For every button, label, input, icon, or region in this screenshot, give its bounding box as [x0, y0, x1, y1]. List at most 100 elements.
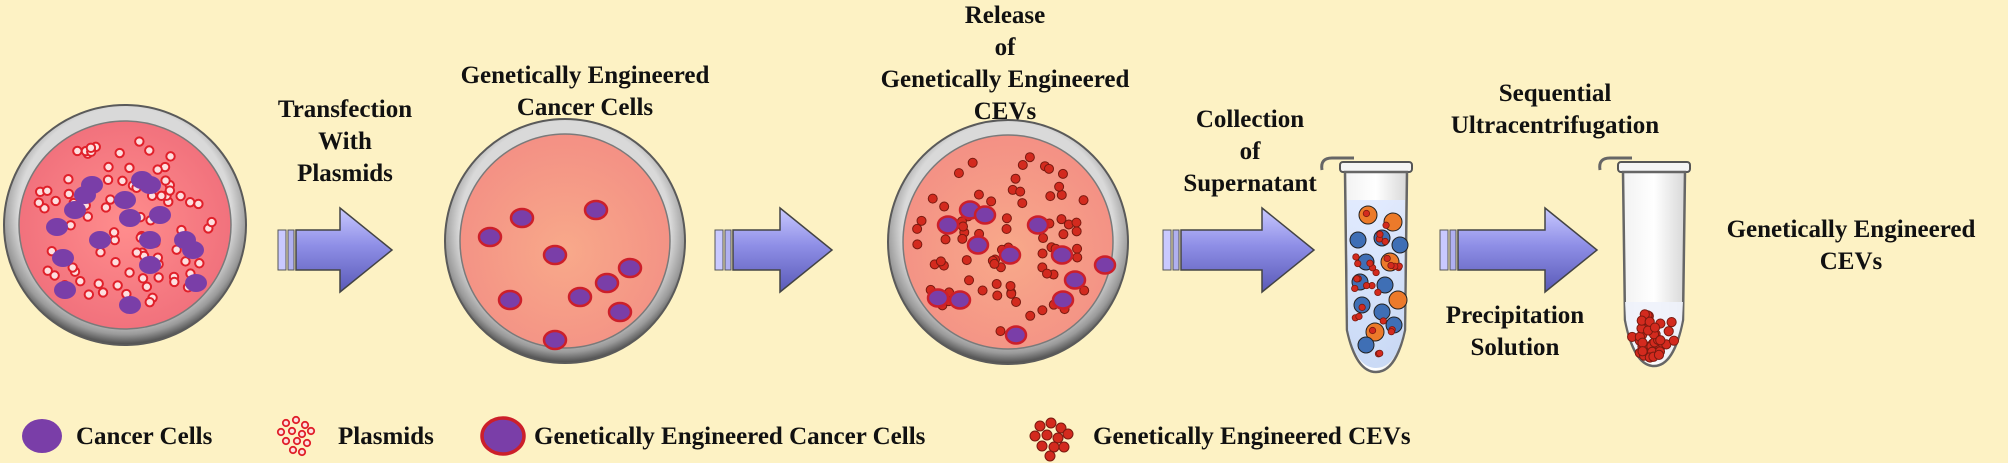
- cev: [1057, 168, 1068, 179]
- cancer-cells-group: [46, 171, 207, 314]
- cevs-group: [912, 152, 1090, 337]
- cev: [961, 255, 972, 266]
- cev: [958, 221, 969, 232]
- engineered-cell: [567, 286, 593, 308]
- plasmid: [131, 247, 143, 258]
- plasmid: [287, 426, 297, 436]
- cev: [1653, 349, 1665, 360]
- cev: [1037, 305, 1048, 316]
- arrow-2: [714, 206, 834, 294]
- engineered-cell: [477, 226, 503, 248]
- supernatant-particles: [1349, 205, 1409, 358]
- engineered-cell: [583, 199, 609, 221]
- label-collection: Collection of Supernatant: [1183, 106, 1317, 197]
- engineered-cell: [1004, 325, 1028, 345]
- label-sequential: Sequential Ultracentrifugation: [1450, 80, 1660, 139]
- cev: [1668, 335, 1680, 346]
- cancer-cell: [89, 231, 111, 249]
- plasmid: [50, 195, 61, 207]
- cev: [1058, 229, 1069, 240]
- cev: [1045, 417, 1057, 429]
- cev: [1058, 441, 1070, 453]
- plasmid: [194, 258, 205, 269]
- cev: [1010, 173, 1021, 184]
- plasmid: [103, 161, 114, 173]
- cev: [1372, 268, 1380, 277]
- cev: [916, 215, 927, 226]
- cancer-cell: [139, 231, 161, 249]
- cancer-cell: [52, 249, 74, 267]
- plasmid: [292, 436, 302, 446]
- cev: [1354, 259, 1362, 268]
- plasmid: [63, 188, 75, 200]
- cev: [1649, 322, 1661, 333]
- plasmids-group: [33, 136, 217, 308]
- engineered-cell: [1093, 255, 1117, 275]
- cev: [935, 256, 946, 267]
- tube-pellet: [1598, 156, 1691, 368]
- plasmid: [169, 276, 180, 288]
- plasmid: [114, 147, 125, 159]
- cev: [1362, 209, 1371, 218]
- cev: [1062, 428, 1074, 440]
- petri-dish-release-cevs: [887, 119, 1129, 365]
- cev: [957, 233, 968, 244]
- engineered-cells-group: [477, 199, 643, 351]
- cev: [1071, 217, 1082, 228]
- cev: [1034, 420, 1046, 432]
- cancer-cell: [149, 206, 171, 224]
- plasmid: [67, 262, 78, 273]
- plasmid: [63, 174, 74, 185]
- engineered-cell: [594, 272, 620, 294]
- cev: [1376, 349, 1384, 357]
- cev: [1387, 261, 1395, 270]
- cev: [977, 285, 988, 296]
- cev: [1041, 429, 1053, 441]
- plasmid: [180, 256, 191, 267]
- plasmid: [165, 151, 176, 162]
- engineered-cell: [497, 289, 523, 311]
- arrow-3: [1162, 206, 1316, 294]
- plasmid: [156, 190, 167, 202]
- legend-plasmids-label: Plasmids: [338, 423, 434, 450]
- orange-vesicle: [1388, 290, 1408, 310]
- legend-cancer-cell-icon: [22, 419, 62, 453]
- label-precipitation: Precipitation Solution: [1445, 302, 1585, 361]
- cev: [995, 326, 1006, 337]
- engineered-cells-group: [926, 200, 1117, 345]
- plasmid: [102, 174, 114, 186]
- arrow-4: [1439, 206, 1599, 294]
- blue-vesicle: [1376, 276, 1394, 294]
- cev: [1379, 317, 1387, 325]
- plasmid: [108, 227, 120, 238]
- tube-supernatant: [1320, 156, 1413, 374]
- plasmid: [49, 270, 60, 281]
- cev: [1037, 248, 1048, 259]
- cev: [1637, 346, 1648, 357]
- cancer-cell: [185, 274, 207, 292]
- plasmid: [42, 185, 53, 196]
- engineered-cell: [936, 215, 960, 235]
- plasmid: [281, 418, 291, 428]
- engineered-cell: [509, 207, 535, 229]
- engineered-cell: [948, 290, 972, 310]
- cev: [1041, 268, 1052, 279]
- petri-dish-cancer-cells: [3, 104, 247, 346]
- cev: [1017, 159, 1028, 170]
- legend-cevs-icon: [1029, 417, 1074, 462]
- plasmid: [206, 216, 217, 228]
- cev: [1637, 337, 1648, 348]
- cev: [1072, 243, 1083, 254]
- plasmid: [95, 247, 106, 258]
- cev: [1352, 253, 1360, 261]
- cev: [1025, 310, 1036, 321]
- cev: [1052, 432, 1064, 444]
- plasmid: [117, 175, 128, 187]
- legend-cancer-cells-label: Cancer Cells: [76, 423, 213, 450]
- cev: [991, 279, 1002, 290]
- plasmid: [281, 436, 291, 446]
- legend-engineered-cell-icon: [480, 416, 526, 456]
- cev: [1055, 422, 1067, 434]
- legend: [22, 415, 1074, 462]
